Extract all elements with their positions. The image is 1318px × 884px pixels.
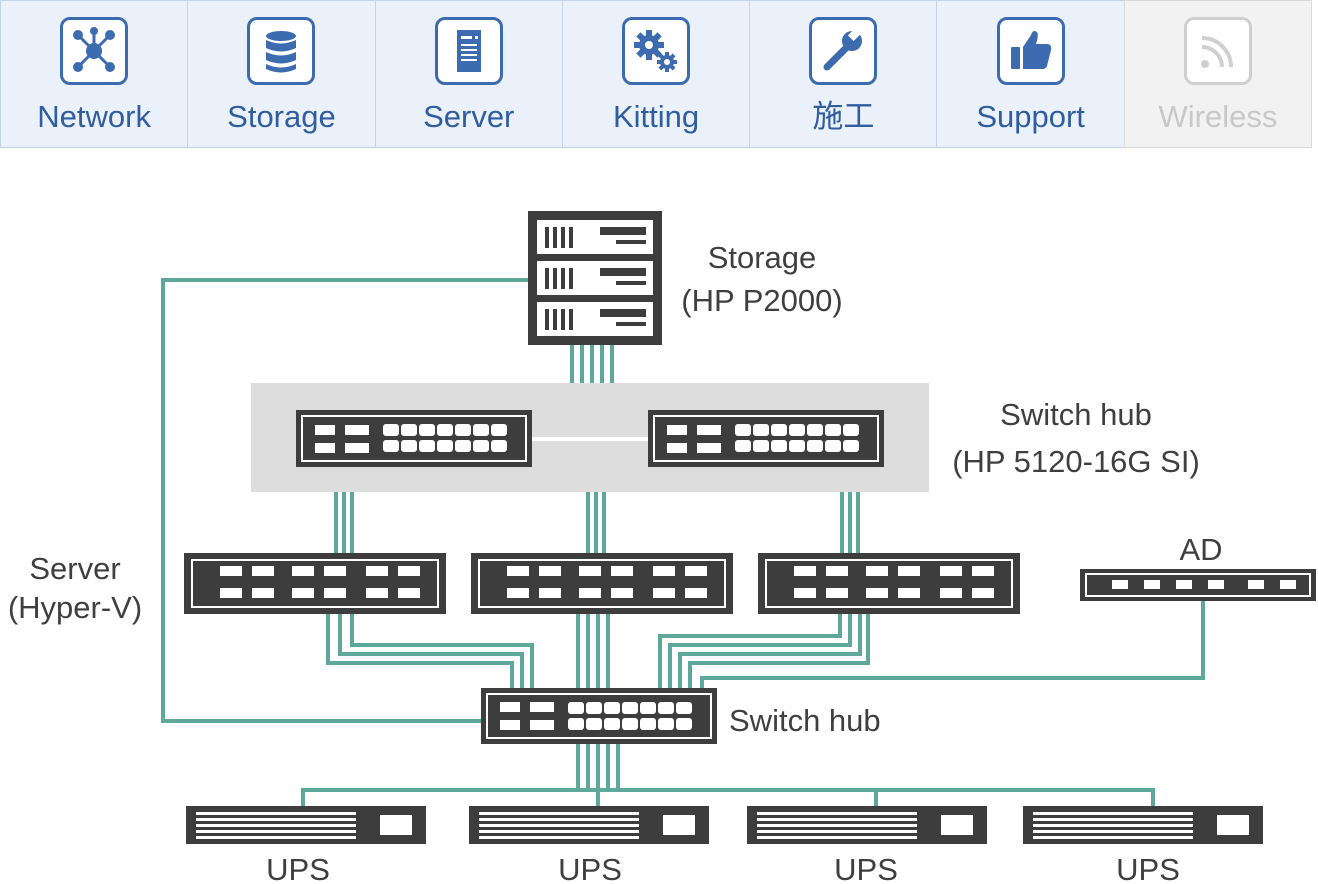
tab-server-label: Server bbox=[423, 99, 515, 134]
connections bbox=[161, 278, 1205, 806]
tab-support-label: Support bbox=[976, 99, 1085, 134]
access-switch bbox=[481, 688, 717, 744]
tab-network[interactable]: Network bbox=[0, 0, 189, 148]
server-1 bbox=[184, 553, 446, 614]
server-2 bbox=[471, 553, 733, 614]
storage-device bbox=[528, 211, 662, 345]
storage-model: (HP P2000) bbox=[681, 283, 842, 318]
core-switch-model: (HP 5120-16G SI) bbox=[952, 444, 1200, 479]
tab-kitting[interactable]: Kitting bbox=[561, 0, 751, 148]
ups-1 bbox=[186, 806, 426, 844]
database-icon bbox=[247, 17, 316, 85]
tab-storage-label: Storage bbox=[227, 99, 336, 134]
ups-3 bbox=[747, 806, 987, 844]
network-icon bbox=[60, 17, 129, 85]
ad-server bbox=[1080, 569, 1316, 601]
tab-construction[interactable]: 施工 bbox=[749, 0, 938, 148]
tab-support[interactable]: Support bbox=[936, 0, 1125, 148]
tab-network-label: Network bbox=[37, 99, 151, 134]
thumbs-up-icon bbox=[996, 17, 1065, 85]
tab-server[interactable]: Server bbox=[374, 0, 563, 148]
gears-icon bbox=[622, 17, 691, 85]
access-switch-name: Switch hub bbox=[729, 703, 881, 738]
ups-2 bbox=[469, 806, 709, 844]
tab-wireless: Wireless bbox=[1123, 0, 1313, 148]
tab-storage[interactable]: Storage bbox=[187, 0, 376, 148]
core-switch-name: Switch hub bbox=[1000, 397, 1152, 432]
tab-kitting-label: Kitting bbox=[612, 99, 700, 134]
ups-label-3: UPS bbox=[834, 852, 898, 884]
core-switch-right bbox=[648, 410, 884, 467]
ups-label-4: UPS bbox=[1116, 852, 1180, 884]
wifi-icon bbox=[1183, 17, 1252, 85]
ups-4 bbox=[1023, 806, 1263, 844]
server-3 bbox=[758, 553, 1020, 614]
ups-label-1: UPS bbox=[266, 852, 330, 884]
server-name: Server bbox=[29, 551, 120, 586]
tab-wireless-label: Wireless bbox=[1158, 99, 1278, 134]
network-diagram: Storage (HP P2000) Switch hub (HP 5120-1… bbox=[8, 211, 1316, 884]
ad-name: AD bbox=[1179, 532, 1222, 567]
storage-name: Storage bbox=[708, 240, 817, 275]
core-switch-left bbox=[296, 410, 532, 467]
tab-construction-label: 施工 bbox=[812, 99, 875, 134]
wrench-icon bbox=[809, 17, 878, 85]
server-model: (Hyper-V) bbox=[8, 590, 142, 625]
category-nav: Network Storage bbox=[0, 0, 1318, 150]
server-icon bbox=[434, 17, 503, 85]
ups-label-2: UPS bbox=[558, 852, 622, 884]
